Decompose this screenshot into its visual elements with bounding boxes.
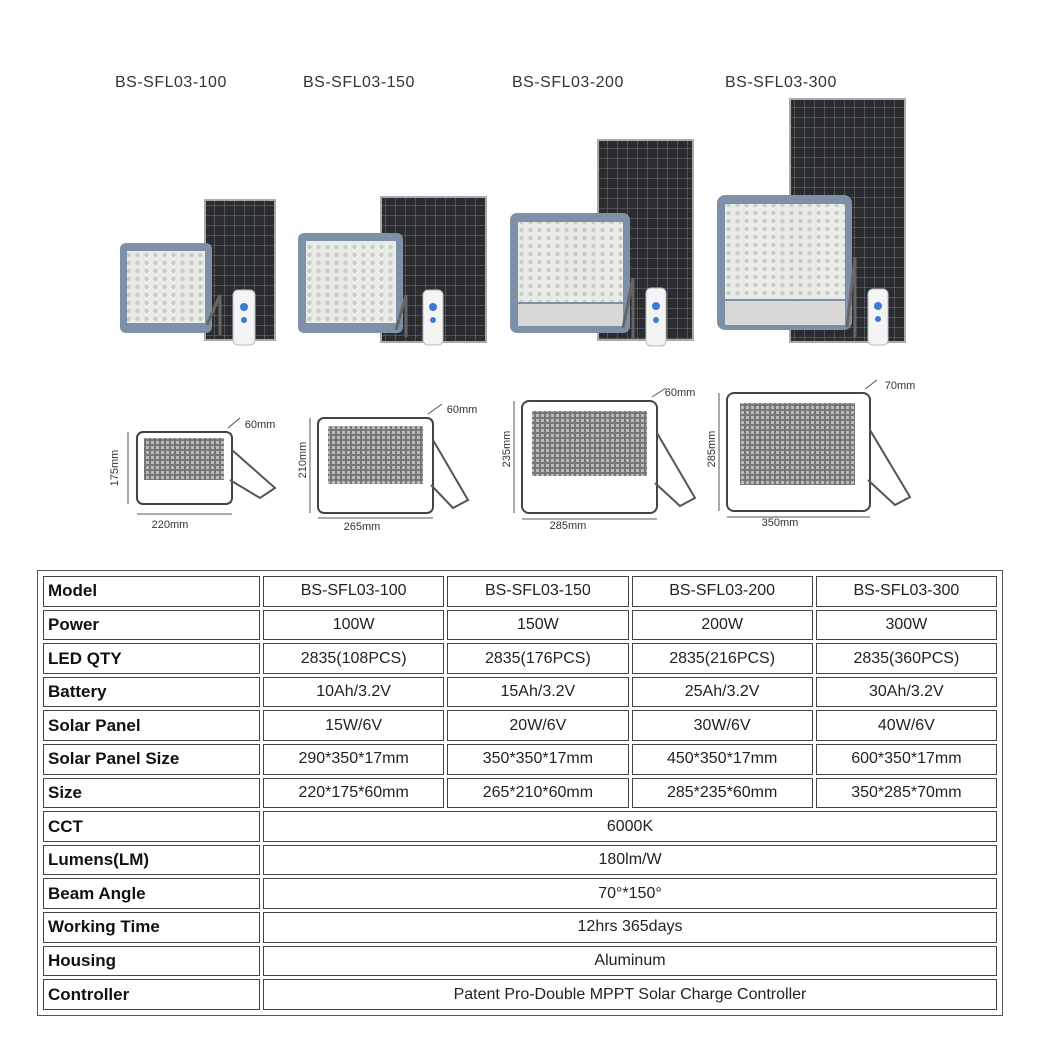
table-cell: BS-SFL03-100 <box>263 576 445 607</box>
table-row: Battery 10Ah/3.2V 15Ah/3.2V 25Ah/3.2V 30… <box>43 676 997 708</box>
table-cell: Aluminum <box>263 945 997 977</box>
table-cell: 40W/6V <box>815 710 997 742</box>
table-cell: 350*285*70mm <box>815 777 997 809</box>
model-label-100: BS-SFL03-100 <box>115 74 227 91</box>
table-cell: 10Ah/3.2V <box>263 676 445 708</box>
row-label: Beam Angle <box>43 878 260 910</box>
table-cell: 30W/6V <box>631 710 813 742</box>
row-label: Housing <box>43 945 260 977</box>
table-cell: 150W <box>447 609 629 641</box>
table-cell: 2835(360PCS) <box>815 643 997 674</box>
table-cell: BS-SFL03-150 <box>447 576 629 607</box>
table-cell: 290*350*17mm <box>263 744 445 775</box>
table-row: Lumens(LM) 180lm/W <box>43 844 997 876</box>
row-label: Lumens(LM) <box>43 844 260 876</box>
height-label: 175mm <box>110 450 121 487</box>
row-label: Model <box>43 576 260 607</box>
table-cell: 20W/6V <box>447 710 629 742</box>
table-cell: BS-SFL03-300 <box>815 576 997 607</box>
table-cell: 25Ah/3.2V <box>631 676 813 708</box>
product-image-150 <box>296 195 496 350</box>
table-cell: 200W <box>631 609 813 641</box>
table-cell: 12hrs 365days <box>263 912 997 943</box>
table-cell: 15Ah/3.2V <box>447 676 629 708</box>
table-row: Solar Panel Size 290*350*17mm 350*350*17… <box>43 744 997 775</box>
width-label: 350mm <box>762 517 799 529</box>
dimension-drawing-200: 235mm 285mm 60mm <box>500 383 710 535</box>
table-cell: 450*350*17mm <box>631 744 813 775</box>
table-cell: 2835(108PCS) <box>263 643 445 674</box>
product-image-300 <box>715 97 915 350</box>
row-label: CCT <box>43 811 260 842</box>
table-row: Housing Aluminum <box>43 945 997 977</box>
table-cell: 300W <box>815 609 997 641</box>
table-row: Beam Angle 70°*150° <box>43 878 997 910</box>
table-row: Model BS-SFL03-100 BS-SFL03-150 BS-SFL03… <box>43 576 997 607</box>
spec-table: Model BS-SFL03-100 BS-SFL03-150 BS-SFL03… <box>37 570 1003 1016</box>
width-label: 220mm <box>152 519 189 531</box>
table-row: CCT 6000K <box>43 811 997 842</box>
row-label: Solar Panel <box>43 710 260 742</box>
product-image-200 <box>508 138 708 350</box>
width-label: 265mm <box>344 521 381 533</box>
row-label: Power <box>43 609 260 641</box>
model-label-300: BS-SFL03-300 <box>725 74 837 91</box>
table-cell: 30Ah/3.2V <box>815 676 997 708</box>
depth-label: 60mm <box>665 387 696 399</box>
table-cell: 15W/6V <box>263 710 445 742</box>
depth-label: 60mm <box>245 419 276 431</box>
table-cell: 180lm/W <box>263 844 997 876</box>
table-row: Working Time 12hrs 365days <box>43 912 997 943</box>
model-label-200: BS-SFL03-200 <box>512 74 624 91</box>
dimension-drawing-150: 210mm 265mm 60mm <box>296 400 486 535</box>
table-cell: 220*175*60mm <box>263 777 445 809</box>
table-cell: 70°*150° <box>263 878 997 910</box>
table-cell: 285*235*60mm <box>631 777 813 809</box>
width-label: 285mm <box>550 520 587 532</box>
table-row: Solar Panel 15W/6V 20W/6V 30W/6V 40W/6V <box>43 710 997 742</box>
table-row: Size 220*175*60mm 265*210*60mm 285*235*6… <box>43 777 997 809</box>
row-label: Solar Panel Size <box>43 744 260 775</box>
depth-label: 60mm <box>447 404 478 416</box>
height-label: 285mm <box>706 431 718 468</box>
table-cell: BS-SFL03-200 <box>631 576 813 607</box>
height-label: 210mm <box>297 442 309 479</box>
row-label: Battery <box>43 676 260 708</box>
depth-label: 70mm <box>885 380 916 392</box>
height-label: 235mm <box>501 431 513 468</box>
model-label-150: BS-SFL03-150 <box>303 74 415 91</box>
table-cell: 100W <box>263 609 445 641</box>
row-label: Controller <box>43 979 260 1010</box>
table-row: Controller Patent Pro-Double MPPT Solar … <box>43 979 997 1010</box>
product-image-100 <box>115 195 285 350</box>
row-label: Size <box>43 777 260 809</box>
row-label: LED QTY <box>43 643 260 674</box>
dimension-drawing-300: 285mm 350mm 70mm <box>705 375 925 535</box>
table-row: Power 100W 150W 200W 300W <box>43 609 997 641</box>
table-cell: 350*350*17mm <box>447 744 629 775</box>
table-cell: Patent Pro-Double MPPT Solar Charge Cont… <box>263 979 997 1010</box>
table-row: LED QTY 2835(108PCS) 2835(176PCS) 2835(2… <box>43 643 997 674</box>
row-label: Working Time <box>43 912 260 943</box>
table-cell: 2835(176PCS) <box>447 643 629 674</box>
table-cell: 600*350*17mm <box>815 744 997 775</box>
table-cell: 6000K <box>263 811 997 842</box>
table-cell: 265*210*60mm <box>447 777 629 809</box>
dimension-drawing-100: 175mm 220mm 60mm <box>109 410 290 535</box>
table-cell: 2835(216PCS) <box>631 643 813 674</box>
